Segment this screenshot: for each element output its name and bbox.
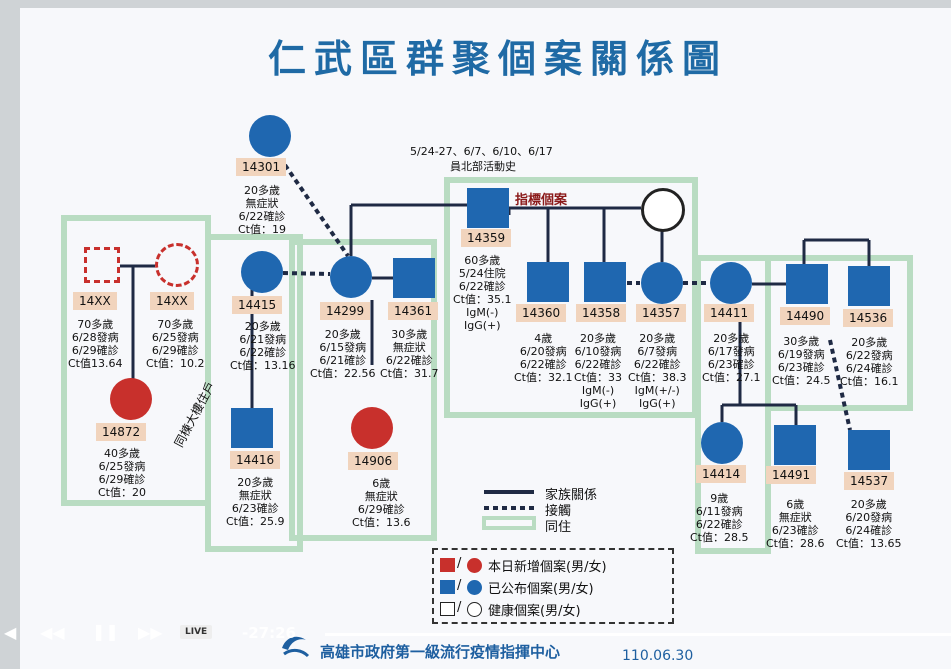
index-case-label: 指標個案 bbox=[515, 193, 568, 208]
case-14414-symbol bbox=[701, 422, 743, 464]
case-14415-symbol bbox=[241, 251, 283, 293]
case-14490-symbol bbox=[786, 264, 828, 304]
household-box-14299 bbox=[289, 239, 437, 541]
case-14299-id: 14299 bbox=[320, 302, 371, 320]
case-14416-symbol bbox=[231, 408, 273, 448]
household-box-14415 bbox=[205, 234, 303, 552]
legend-published-male-icon bbox=[440, 580, 455, 594]
household-box-14490 bbox=[765, 255, 913, 411]
organization-name: 高雄市政府第一級流行疫情指揮中心 bbox=[320, 643, 561, 661]
case-14491-symbol bbox=[774, 425, 816, 465]
legend-separator: / bbox=[457, 556, 462, 571]
healthy-female-symbol bbox=[641, 188, 685, 232]
case-14906-id: 14906 bbox=[348, 452, 399, 470]
previous-icon[interactable]: ◀ bbox=[4, 623, 17, 642]
live-badge[interactable]: LIVE bbox=[180, 625, 213, 639]
case-14416-id: 14416 bbox=[230, 451, 281, 469]
legend-published: 已公布個案(男/女) bbox=[488, 582, 594, 597]
case-14360-id: 14360 bbox=[516, 304, 567, 322]
case-14414-id: 14414 bbox=[696, 465, 747, 483]
case-14XX-male-id: 14XX bbox=[73, 292, 117, 310]
case-14361-symbol bbox=[393, 258, 435, 298]
legend-contact: 接觸 bbox=[545, 504, 572, 519]
case-14537-id: 14537 bbox=[844, 472, 895, 490]
legend-healthy-female-icon bbox=[467, 602, 482, 617]
fast-forward-icon[interactable]: ▶▶ bbox=[138, 623, 163, 642]
activity-dates: 5/24-27、6/7、6/10、6/17 bbox=[410, 145, 553, 158]
footer-date: 110.06.30 bbox=[622, 648, 694, 664]
legend-new-male-icon bbox=[440, 558, 455, 572]
case-14415-id: 14415 bbox=[232, 296, 283, 314]
symbol-legend-box bbox=[432, 548, 674, 624]
case-14490-id: 14490 bbox=[780, 307, 831, 325]
page-title: 仁武區群聚個案關係圖 bbox=[268, 37, 729, 81]
case-14358-symbol bbox=[584, 262, 626, 302]
case-14301-id: 14301 bbox=[236, 158, 287, 176]
pause-icon[interactable]: ❚❚ bbox=[92, 622, 119, 641]
case-14359-id: 14359 bbox=[461, 229, 512, 247]
case-14537-symbol bbox=[848, 430, 890, 470]
case-14299-symbol bbox=[330, 256, 372, 298]
legend-separator: / bbox=[457, 578, 462, 593]
case-14357-symbol bbox=[641, 262, 683, 304]
case-14872-symbol bbox=[110, 378, 152, 420]
rewind-icon[interactable]: ◀◀ bbox=[40, 623, 65, 642]
case-14872-id: 14872 bbox=[96, 423, 147, 441]
legend-new-female-icon bbox=[467, 558, 482, 573]
legend-separator: / bbox=[457, 600, 462, 615]
video-player-controls: ◀ ◀◀ ❚❚ ▶▶ LIVE -27:26 bbox=[0, 617, 951, 651]
legend-healthy-male-icon bbox=[440, 602, 455, 616]
legend-new: 本日新增個案(男/女) bbox=[488, 560, 607, 575]
case-14358-id: 14358 bbox=[576, 304, 627, 322]
case-14XX-female-symbol bbox=[155, 243, 199, 287]
case-14906-symbol bbox=[351, 407, 393, 449]
case-14411-id: 14411 bbox=[704, 304, 755, 322]
case-14XX-female-id: 14XX bbox=[150, 292, 194, 310]
legend-family: 家族關係 bbox=[545, 488, 598, 503]
case-14491-id: 14491 bbox=[766, 466, 817, 484]
time-remaining: -27:26 bbox=[242, 624, 296, 642]
case-14XX-male-symbol bbox=[84, 247, 120, 283]
case-14357-id: 14357 bbox=[636, 304, 687, 322]
activity-label: 員北部活動史 bbox=[450, 160, 516, 173]
legend-published-female-icon bbox=[467, 580, 482, 595]
seek-bar[interactable] bbox=[325, 633, 951, 636]
case-14360-symbol bbox=[527, 262, 569, 302]
city-logo-icon bbox=[282, 636, 310, 658]
legend-cohabit: 同住 bbox=[545, 520, 572, 535]
slide-board bbox=[20, 8, 951, 669]
legend-healthy: 健康個案(男/女) bbox=[488, 604, 581, 619]
case-14301-symbol bbox=[249, 115, 291, 157]
case-14411-symbol bbox=[710, 262, 752, 304]
case-14536-id: 14536 bbox=[843, 309, 894, 327]
case-14361-id: 14361 bbox=[388, 302, 439, 320]
case-14359-symbol bbox=[467, 188, 509, 228]
case-14536-symbol bbox=[848, 266, 890, 306]
